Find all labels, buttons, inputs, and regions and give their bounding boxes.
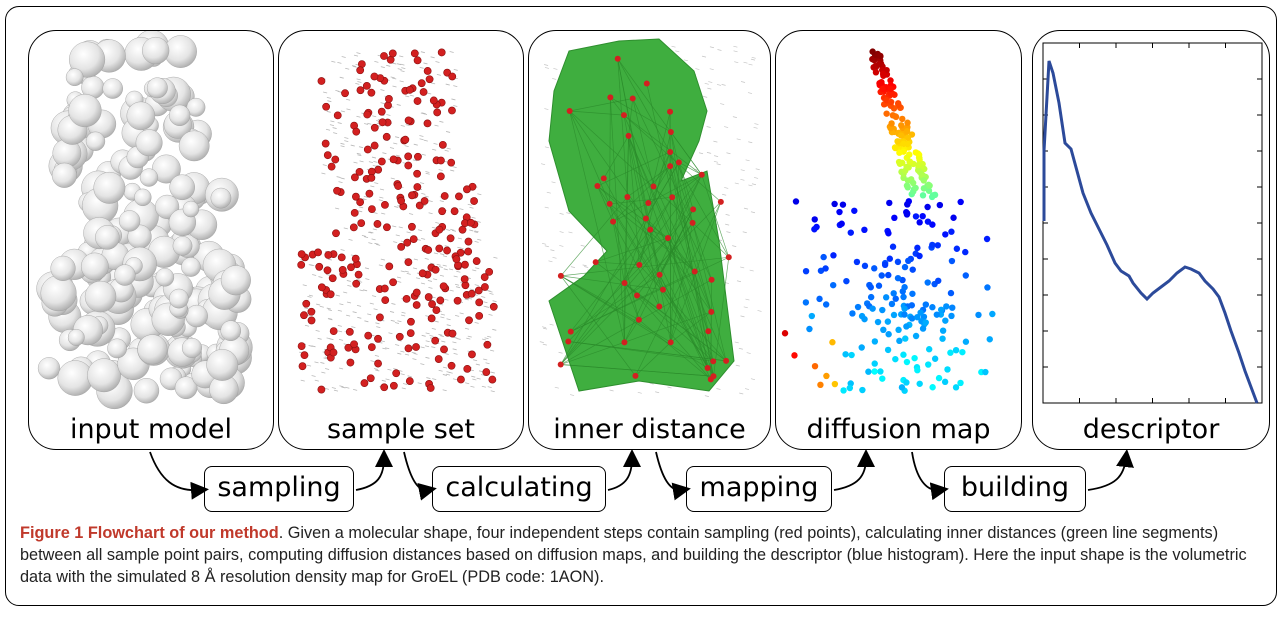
panel-input-model: input model: [28, 30, 274, 450]
panel-label: descriptor: [1082, 414, 1220, 445]
descriptor-histogram: [1042, 42, 1263, 404]
arrow-to-calculating: [403, 451, 437, 501]
step-mapping: mapping: [686, 466, 832, 512]
caption-text: . Given a molecular shape, four independ…: [20, 524, 1247, 586]
descriptor-line: [1042, 60, 1259, 404]
panel-diffusion-map: diffusion map: [775, 30, 1022, 450]
arrow-to-mapping: [655, 451, 691, 501]
arrow-to-sample-set: [355, 449, 393, 491]
arrow-to-building: [911, 451, 949, 501]
panel-label: diffusion map: [806, 414, 991, 445]
figure-frame: [5, 6, 1277, 606]
panel-label: inner distance: [553, 414, 746, 445]
sample-set-points: [297, 48, 498, 394]
arrow-to-inner-distance: [607, 449, 641, 491]
caption-title: Figure 1 Flowchart of our method: [20, 524, 279, 542]
panel-label: input model: [69, 414, 233, 445]
step-calculating: calculating: [432, 466, 606, 512]
panel-sample-set: sample set: [278, 30, 524, 450]
arrow-to-descriptor: [1087, 449, 1134, 491]
input-model-surface: [36, 31, 253, 410]
diffusion-map-scatter: [781, 48, 996, 394]
arrow-to-diffusion-map: [833, 449, 875, 491]
step-building: building: [944, 466, 1086, 512]
panel-label: sample set: [326, 414, 475, 445]
panel-inner-distance: inner distance: [528, 30, 771, 450]
panel-descriptor: descriptor: [1032, 30, 1270, 450]
inner-distance-graph: [539, 38, 762, 397]
figure-caption: Figure 1 Flowchart of our method. Given …: [20, 522, 1260, 588]
arrow-to-sampling: [149, 451, 209, 500]
step-sampling: sampling: [204, 466, 354, 512]
